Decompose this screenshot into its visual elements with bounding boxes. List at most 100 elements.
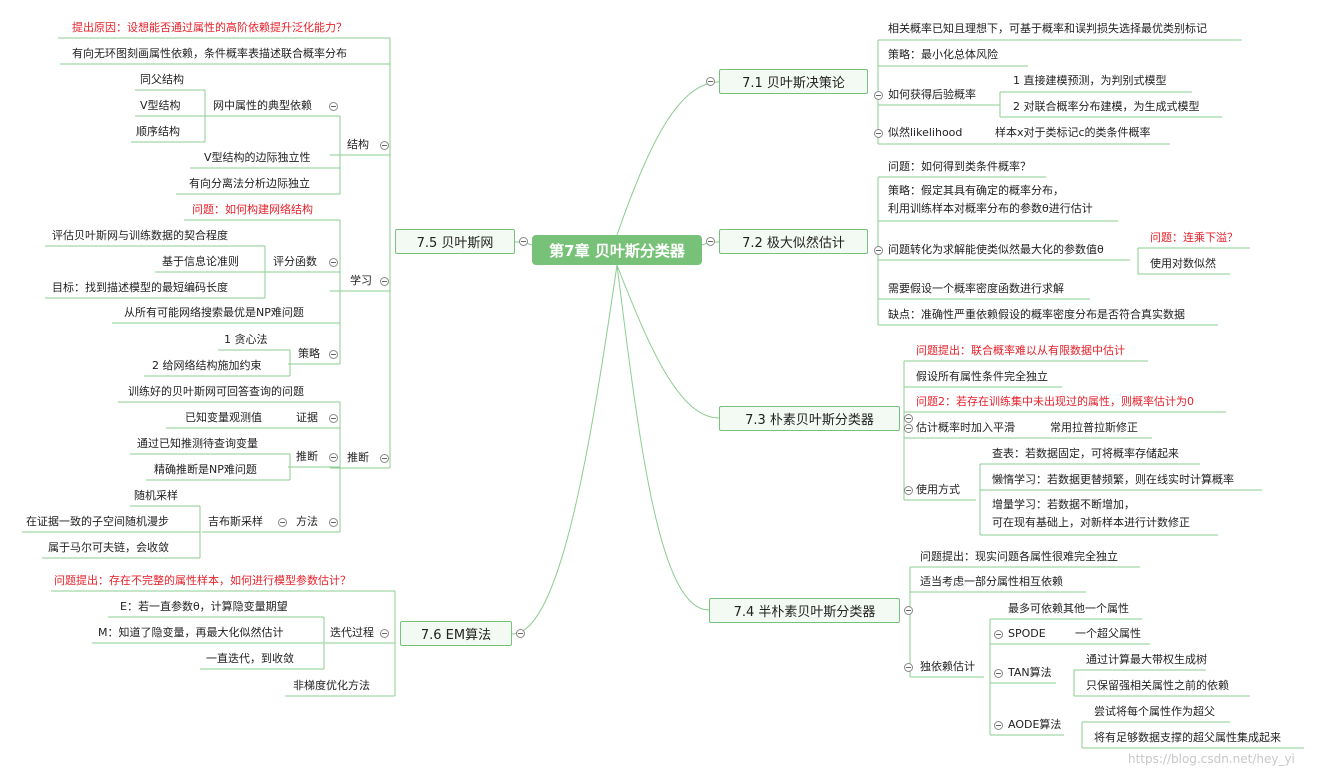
node-text: SPODE [1008, 627, 1046, 640]
collapse-toggle-icon[interactable] [380, 629, 389, 638]
node-text: 基于信息论准则 [162, 255, 239, 268]
node-text: 目标：找到描述模型的最短编码长度 [52, 281, 228, 294]
node-text: 问题提出：存在不完整的属性样本，如何进行模型参数估计？ [54, 574, 351, 587]
collapse-toggle-icon[interactable] [329, 102, 338, 111]
node-text: 通过已知推测待查询变量 [137, 437, 258, 450]
node-text: 估计概率时加入平滑 [916, 421, 1015, 434]
collapse-toggle-icon[interactable] [904, 414, 913, 423]
collapse-toggle-icon[interactable] [706, 77, 715, 86]
collapse-toggle-icon[interactable] [994, 669, 1003, 678]
node-text: 使用对数似然 [1150, 257, 1216, 270]
collapse-toggle-icon[interactable] [329, 258, 338, 267]
node-text: 同父结构 [140, 73, 184, 86]
node-text: 增量学习：若数据不断增加， 可在现有基础上，对新样本进行计数修正 [992, 498, 1190, 529]
node-text: 训练好的贝叶斯网可回答查询的问题 [128, 385, 304, 398]
node-text: M：知道了隐变量，再最大化似然估计 [98, 626, 284, 639]
node-text: 如何获得后验概率 [888, 88, 976, 101]
node-text: 提出原因：设想能否通过属性的高阶依赖提升泛化能力？ [72, 21, 347, 34]
node-text: 问题：如何得到类条件概率？ [888, 160, 1031, 173]
node-text: 随机采样 [134, 489, 178, 502]
node-text: 顺序结构 [136, 125, 180, 138]
collapse-toggle-icon[interactable] [874, 91, 883, 100]
node-text: 有向无环图刻画属性依赖，条件概率表描述联合概率分布 [72, 47, 347, 60]
collapse-toggle-icon[interactable] [994, 630, 1003, 639]
node-text: 策略：假定其具有确定的概率分布， 利用训练样本对概率分布的参数θ进行估计 [888, 184, 1093, 215]
node-text: 假设所有属性条件完全独立 [916, 370, 1048, 383]
branch-7-3-node[interactable]: 7.3 朴素贝叶斯分类器 [719, 406, 900, 431]
collapse-toggle-icon[interactable] [904, 424, 913, 433]
node-text: 常用拉普拉斯修正 [1050, 421, 1138, 434]
node-text: 需要假设一个概率密度函数进行求解 [888, 282, 1064, 295]
collapse-toggle-icon[interactable] [874, 246, 883, 255]
root-node[interactable]: 第7章 贝叶斯分类器 [532, 235, 702, 265]
node-text: 1 贪心法 [224, 333, 268, 346]
collapse-toggle-icon[interactable] [516, 629, 525, 638]
node-text: 通过计算最大带权生成树 [1086, 653, 1207, 666]
node-text: 推断 [296, 450, 318, 463]
branch-7-1-node[interactable]: 7.1 贝叶斯决策论 [719, 69, 868, 94]
node-text: 已知变量观测值 [185, 411, 262, 424]
node-text: 问题提出：现实问题各属性很难完全独立 [920, 550, 1118, 563]
collapse-toggle-icon[interactable] [329, 414, 338, 423]
connector-line [616, 264, 710, 611]
node-text: 问题：如何构建网络结构 [192, 203, 313, 216]
collapse-toggle-icon[interactable] [519, 237, 528, 246]
node-text: 网中属性的典型依赖 [213, 99, 312, 112]
node-text: 问题：连乘下溢？ [1150, 231, 1238, 244]
node-text: 策略：最小化总体风险 [888, 48, 998, 61]
node-text: 尝试将每个属性作为超父 [1094, 705, 1215, 718]
collapse-toggle-icon[interactable] [329, 453, 338, 462]
collapse-toggle-icon[interactable] [994, 721, 1003, 730]
collapse-toggle-icon[interactable] [380, 454, 389, 463]
collapse-toggle-icon[interactable] [380, 277, 389, 286]
collapse-toggle-icon[interactable] [874, 129, 883, 138]
node-text: 在证据一致的子空间随机漫步 [26, 515, 169, 528]
node-text: 评分函数 [273, 255, 317, 268]
branch-7-5-node[interactable]: 7.5 贝叶斯网 [395, 229, 515, 254]
node-text: 证据 [296, 411, 318, 424]
node-text: 推断 [347, 451, 369, 464]
node-text: 适当考虑一部分属性相互依赖 [920, 575, 1063, 588]
node-text: 使用方式 [916, 483, 960, 496]
node-text: 非梯度优化方法 [293, 679, 370, 692]
collapse-toggle-icon[interactable] [380, 141, 389, 150]
node-text: 1 直接建模预测，为判别式模型 [1013, 74, 1167, 87]
node-text: 学习 [350, 274, 372, 287]
connector-line [616, 81, 720, 236]
collapse-toggle-icon[interactable] [329, 518, 338, 527]
branch-7-4-node[interactable]: 7.4 半朴素贝叶斯分类器 [709, 598, 900, 623]
node-text: 只保留强相关属性之前的依赖 [1086, 679, 1229, 692]
collapse-toggle-icon[interactable] [904, 486, 913, 495]
node-text: E：若一直参数θ，计算隐变量期望 [120, 600, 288, 613]
collapse-toggle-icon[interactable] [329, 350, 338, 359]
node-text: 吉布斯采样 [208, 515, 263, 528]
node-text: 最多可依赖其他一个属性 [1008, 602, 1129, 615]
node-text: 一个超父属性 [1075, 627, 1141, 640]
branch-7-2-node[interactable]: 7.2 极大似然估计 [719, 229, 868, 254]
node-text: 有向分离法分析边际独立 [189, 177, 310, 190]
connector-line [511, 264, 618, 635]
node-text: 懒惰学习：若数据更替频繁，则在线实时计算概率 [992, 473, 1234, 486]
node-text: 将有足够数据支撑的超父属性集成起来 [1094, 731, 1281, 744]
collapse-toggle-icon[interactable] [904, 663, 913, 672]
node-text: 缺点：准确性严重依赖假设的概率密度分布是否符合真实数据 [888, 308, 1185, 321]
node-text: 相关概率已知且理想下，可基于概率和误判损失选择最优类别标记 [888, 22, 1207, 35]
node-text: 问题2：若存在训练集中未出现过的属性，则概率估计为0 [916, 395, 1194, 408]
node-text: 2 给网络结构施加约束 [152, 359, 262, 372]
collapse-toggle-icon[interactable] [904, 606, 913, 615]
node-text: 似然likelihood [888, 126, 963, 139]
node-text: 一直迭代，到收敛 [206, 652, 294, 665]
branch-7-6-node[interactable]: 7.6 EM算法 [400, 621, 512, 646]
collapse-toggle-icon[interactable] [706, 237, 715, 246]
node-text: V型结构 [140, 99, 181, 112]
node-text: 结构 [347, 138, 369, 151]
node-text: 方法 [296, 515, 318, 528]
node-text: 样本x对于类标记c的类条件概率 [995, 126, 1151, 139]
collapse-toggle-icon[interactable] [278, 518, 287, 527]
node-text: 2 对联合概率分布建模，为生成式模型 [1013, 100, 1200, 113]
connector-line [616, 264, 720, 419]
node-text: V型结构的边际独立性 [204, 151, 311, 164]
node-text: 属于马尔可夫链，会收敛 [48, 541, 169, 554]
